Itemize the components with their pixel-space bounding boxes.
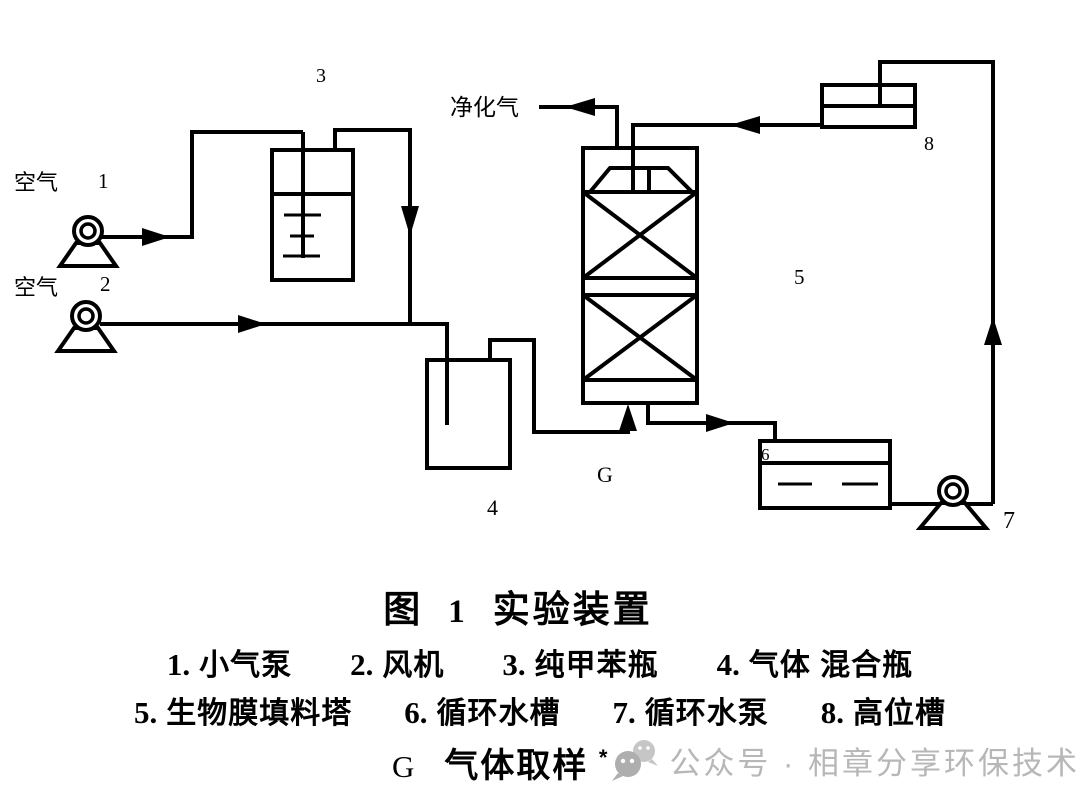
legend-label: 气体 混合瓶 (748, 649, 914, 682)
legend-number: 3. (502, 647, 526, 682)
footnote-asterisk: * (598, 745, 608, 770)
flow-arrow-left (565, 98, 595, 116)
legend-label: 小气泵 (199, 649, 293, 682)
figure-caption: 图 1 实验装置 (0, 579, 1058, 633)
gas-mixing-bottle (425, 358, 512, 470)
legend-g-symbol: G (392, 749, 415, 784)
legend-row-3: G 气体取样点 * 公众号 · 相章分享环保技术 (392, 731, 1080, 794)
legend-item-7: 7. 循环水泵 (613, 688, 769, 732)
legend-number: 6. (404, 695, 428, 730)
air-2-label: 空气 (14, 275, 58, 300)
pipe-pump7-riser (878, 60, 995, 504)
legend-number: 8. (820, 695, 844, 730)
tower-number: 5 (794, 265, 805, 289)
water-tank-number: 6 (761, 445, 770, 464)
legend-item-4: 4. 气体 混合瓶 (717, 640, 914, 684)
legend-label: 循环水泵 (644, 697, 769, 730)
air-1-label: 空气 (14, 170, 58, 195)
pipe-purified-gas-outlet (539, 105, 619, 148)
legend-label: 纯甲苯瓶 (534, 649, 659, 682)
legend-label: 高位槽 (853, 697, 946, 730)
legend-number: 7. (612, 695, 636, 730)
toluene-bottle (270, 132, 355, 282)
legend-number: 4. (716, 647, 740, 682)
legend-item-6: 6. 循环水槽 (404, 688, 560, 732)
watermark: 公众号 · 相章分享环保技术 (609, 737, 1080, 783)
spray-distributor (585, 166, 697, 194)
legend-item-5: 5. 生物膜填料塔 (134, 688, 352, 732)
pump-1-number: 1 (98, 169, 109, 193)
pipe-headtank-to-tower (631, 123, 822, 192)
pipe-bottle4-to-tower (488, 338, 630, 434)
legend-item-1: 1. 小气泵 (167, 640, 292, 684)
purified-gas-label: 净化气 (450, 95, 519, 120)
legend-row-1: 1. 小气泵 2. 风机 3. 纯甲苯瓶 4. 气体 混合瓶 (0, 640, 1080, 684)
legend-label: 生物膜填料塔 (166, 697, 353, 730)
legend-label: 循环水槽 (436, 697, 561, 730)
pipe-bottle3-to-mixline (333, 128, 412, 324)
legend-g-label: 气体取样点 (444, 747, 589, 785)
fan-2-symbol (54, 300, 118, 353)
gas-sampling-label: G (597, 462, 613, 487)
legend-number: 5. (134, 695, 158, 730)
legend-item-8: 8. 高位槽 (821, 688, 946, 732)
pipe-fan2-to-bottle4 (100, 322, 449, 425)
legend-item-3: 3. 纯甲苯瓶 (502, 640, 658, 684)
air-pump-1-symbol (56, 215, 120, 268)
legend-number: 1. (166, 647, 191, 682)
flow-arrow-right (142, 228, 170, 246)
legend-label: 风机 (382, 649, 445, 682)
circulating-water-tank (758, 439, 892, 510)
flow-arrow-right (706, 414, 734, 432)
flow-arrow-up (619, 404, 637, 431)
circulating-water-pump-symbol (915, 475, 991, 530)
flow-arrow-left (730, 116, 760, 134)
biofilm-packed-tower (581, 146, 699, 405)
watermark-text: 公众号 · 相章分享环保技术 (669, 745, 1080, 781)
legend-item-2: 2. 风机 (350, 640, 444, 684)
legend-row-2: 5. 生物膜填料塔 6. 循环水槽 7. 循环水泵 8. 高位槽 (0, 688, 1080, 732)
toluene-bottle-number: 3 (316, 65, 326, 87)
flow-arrow-down (401, 206, 419, 236)
head-tank (820, 83, 917, 129)
head-tank-number: 8 (924, 133, 934, 155)
flow-arrow-up (984, 317, 1002, 345)
caption-figure-word: 图 (383, 589, 421, 630)
legend-number: 2. (350, 647, 374, 682)
caption-figure-title: 实验装置 (492, 589, 653, 630)
caption-figure-number: 1 (448, 594, 465, 630)
fan-2-number: 2 (100, 272, 111, 296)
water-pump-number: 7 (1003, 508, 1015, 534)
wechat-chat-bubbles-icon (612, 740, 659, 781)
flow-arrow-right (238, 315, 266, 333)
mixing-bottle-number: 4 (487, 495, 498, 520)
apparatus-schematic: 空气 1 空气 2 3 净化气 4 5 6 7 8 G (14, 60, 1015, 534)
